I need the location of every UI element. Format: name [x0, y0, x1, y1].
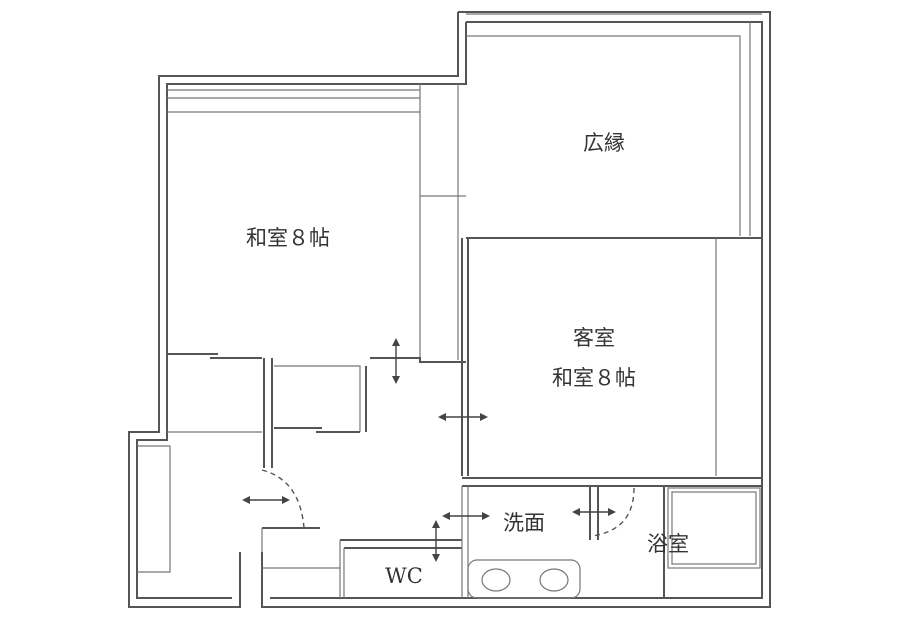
room-yokushitsu: 浴室	[647, 486, 761, 598]
room-label-washitsu-left: 和室８帖	[246, 226, 330, 250]
closets-entry	[137, 358, 367, 573]
room-kyakushitsu: 客室 和室８帖	[461, 238, 717, 476]
room-label-wc: WC	[385, 564, 423, 588]
room-label-kyakushitsu-2: 和室８帖	[552, 366, 636, 390]
room-senmen: 洗面	[461, 477, 762, 599]
room-label-kyakushitsu-1: 客室	[573, 326, 615, 350]
door-swing-icon	[261, 469, 635, 537]
double-arrow-icon	[242, 338, 616, 562]
bathtub-icon	[667, 487, 761, 569]
room-label-yokushitsu: 浴室	[647, 532, 689, 556]
room-label-senmen: 洗面	[503, 511, 545, 535]
room-washitsu-left: 和室８帖	[167, 84, 466, 363]
sink-icon	[467, 559, 581, 599]
room-wc: WC	[339, 539, 462, 598]
room-label-hiroen: 広縁	[583, 131, 625, 155]
room-hiroen: 広縁	[466, 22, 762, 239]
